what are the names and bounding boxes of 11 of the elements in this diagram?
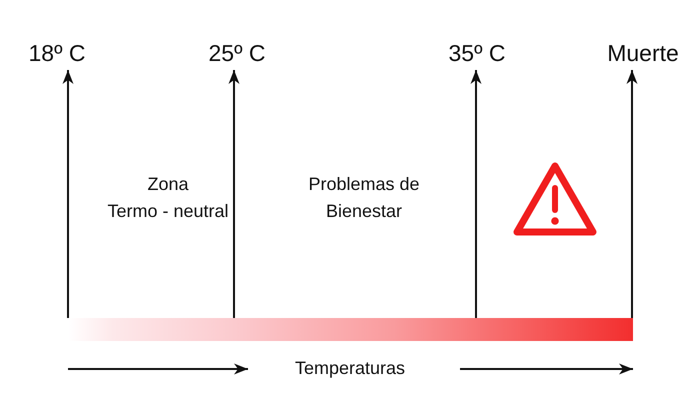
- axis-label: Temperaturas: [294, 357, 406, 380]
- scale-label: 25º C: [208, 40, 266, 66]
- arrow: [626, 70, 638, 318]
- zone-label: Problemas de Bienestar: [308, 173, 420, 223]
- arrow: [470, 70, 482, 318]
- zone-label: Zona Termo - neutral: [107, 173, 229, 223]
- arrow: [62, 70, 74, 318]
- scale-label: Muerte: [607, 40, 679, 66]
- arrow: [228, 70, 240, 318]
- scale-label: 35º C: [448, 40, 506, 66]
- scale-label: 18º C: [28, 40, 86, 66]
